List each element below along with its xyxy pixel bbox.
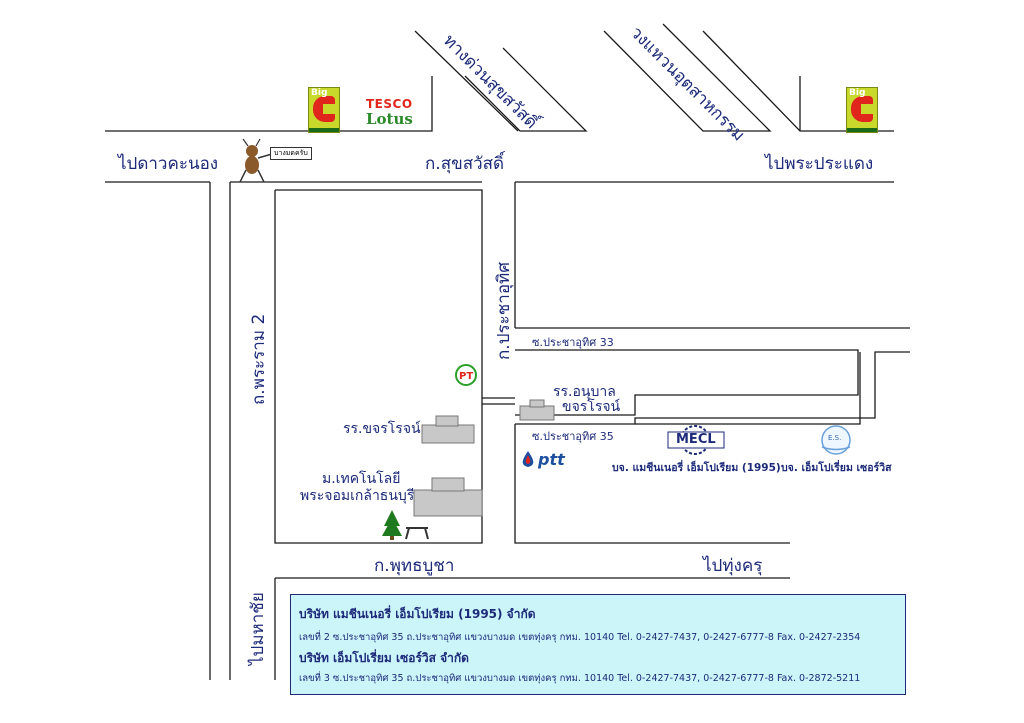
ptt-logo: ptt — [538, 450, 565, 469]
building-kindergarten — [519, 399, 555, 421]
soi33-south — [515, 349, 859, 416]
es-logo: E.S. — [828, 434, 842, 442]
ant-mascot-icon — [239, 138, 273, 183]
company-info-box: บริษัท แมชีนเนอรี่ เอ็มโปเรียม (1995) จำ… — [290, 594, 906, 695]
mecl-logo-icon — [667, 425, 725, 455]
label-rama2: ถ.พระราม 2 — [249, 313, 269, 405]
svg-text:PT: PT — [459, 371, 473, 382]
pt-logo: PT — [455, 364, 477, 386]
label-to-phrapradaeng: ไปพระประแดง — [765, 154, 874, 174]
bigc-logo-right: Big — [846, 87, 878, 133]
tesco-logo-bottom: Lotus — [366, 110, 413, 128]
tesco-logo-top: TESCO — [366, 97, 413, 111]
company2-address: เลขที่ 3 ซ.ประชาอุทิศ 35 ถ.ประชาอุทิศ แข… — [299, 673, 861, 684]
suksawat-road-north-edge — [105, 76, 433, 132]
company1-address: เลขที่ 2 ซ.ประชาอุทิศ 35 ถ.ประชาอุทิศ แข… — [299, 632, 861, 643]
soi35-north — [515, 351, 910, 425]
label-to-daokhanong: ไปดาวคะนอง — [118, 154, 219, 174]
label-pracha-uthit: ก.ประชาอุทิศ — [494, 261, 514, 360]
building-khajonroj — [421, 415, 475, 444]
bigc-logo-left: Big — [308, 87, 340, 133]
bench-icon — [405, 527, 429, 540]
label-to-thungkhru: ไปทุ่งครุ — [703, 556, 763, 576]
label-university-2: พระจอมเกล้าธนบุรี — [300, 488, 415, 504]
label-to-mahachai: ไปมหาชัย — [248, 592, 268, 665]
expressway-edge-left — [414, 30, 519, 132]
label-suksawat-road: ก.สุขสวัสดิ์ — [425, 154, 505, 174]
expressway-edge-right — [464, 47, 588, 132]
company1-name: บริษัท แมชีนเนอรี่ เอ็มโปเรียม (1995) จำ… — [299, 607, 536, 621]
label-khajonroj-school: รร.ขจรโรจน์ — [343, 421, 421, 437]
label-phutthabucha: ก.พุทธบูชา — [374, 556, 455, 576]
building-university — [413, 477, 483, 517]
ptt-logo-icon — [522, 451, 534, 467]
label-soi33: ซ.ประชาอุทิศ 33 — [532, 336, 614, 349]
label-kindergarten-2: ขจรโรจน์ — [562, 399, 621, 415]
label-soi35: ซ.ประชาอุทิศ 35 — [532, 430, 614, 443]
tree-icon — [382, 510, 402, 540]
es-logo-icon — [821, 425, 851, 455]
label-kindergarten-1: รร.อนุบาล — [553, 384, 616, 400]
ringroad-edge — [603, 23, 772, 132]
company2-name: บริษัท เอ็มโปเรี่ยม เซอร์วิส จำกัด — [299, 651, 469, 665]
mecl-logo: MECL — [676, 432, 716, 447]
ant-sign: บางมดครับ — [270, 147, 312, 160]
label-es-company: บจ. เอ็มโปเรี่ยม เซอร์วิส — [781, 462, 892, 474]
soi35-inner — [635, 352, 861, 425]
block-west — [274, 189, 483, 544]
soi35-south — [514, 424, 790, 544]
label-university-1: ม.เทคโนโลยี — [322, 471, 401, 487]
label-mecl-company: บจ. แมชีนเนอรี่ เอ็มโปเรียม (1995) — [612, 462, 781, 474]
